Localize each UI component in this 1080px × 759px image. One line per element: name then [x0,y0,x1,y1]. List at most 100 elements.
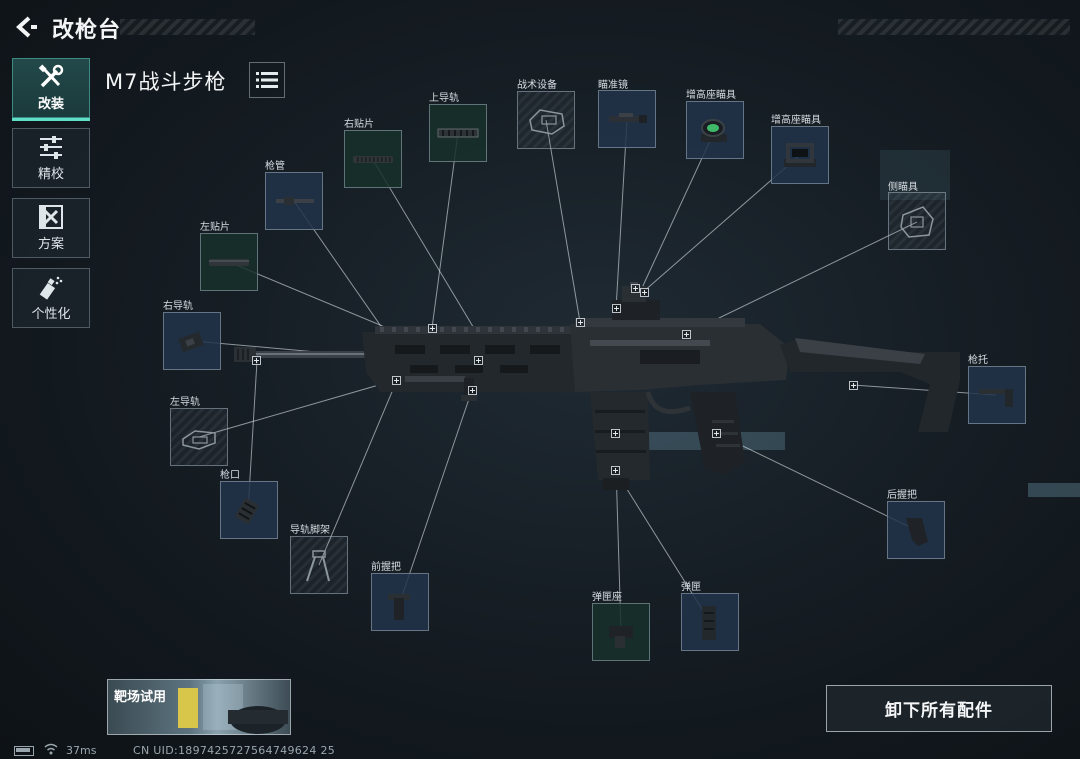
ping-value: 37ms [66,744,97,757]
slot-left-rail[interactable] [170,408,228,466]
slot-label: 左贴片 [200,222,230,233]
attach-point-tactical[interactable] [576,318,585,327]
attach-point-scope[interactable] [612,304,621,313]
attach-point-riser-b[interactable] [640,288,649,297]
slot-label: 瞄准镜 [598,80,628,91]
magazine-icon [702,606,716,640]
weapon-name: M7战斗步枪 [105,70,227,94]
slot-stock[interactable] [968,366,1026,424]
wrench-screwdriver-icon [38,64,64,88]
slot-tactical-device[interactable] [517,91,575,149]
attach-point-stock[interactable] [849,381,858,390]
slot-rear-grip[interactable] [887,501,945,559]
slot-label: 右贴片 [344,119,374,130]
slot-label: 上导轨 [429,93,459,104]
slot-muzzle[interactable] [220,481,278,539]
red-dot-sight-icon [701,119,727,142]
slot-foregrip[interactable] [371,573,429,631]
slot-label: 弹匣 [681,582,701,593]
foregrip-icon [388,594,410,620]
user-id: CN UID:1897425727564749624 25 [133,744,336,757]
slot-upper-rail[interactable] [429,104,487,162]
attach-point-right-panel[interactable] [474,356,483,365]
slot-riser-sight-a[interactable] [686,101,744,159]
nav-tab-tuning[interactable]: 精校 [12,128,90,188]
header-decoration [838,19,1070,35]
rail-panel-icon [353,156,393,163]
rail-mount-icon [182,430,216,450]
rail-mount-icon [178,331,204,353]
rail-panel-icon [209,259,249,266]
stock-icon [979,389,1013,407]
slot-label: 侧瞄具 [888,182,918,193]
slot-label: 增高座瞄具 [686,90,736,101]
slot-riser-sight-b[interactable] [771,126,829,184]
spray-can-icon [39,276,63,300]
slot-side-sight[interactable] [888,192,946,250]
slot-label: 右导轨 [163,301,193,312]
rail-attachment-icon [437,128,479,138]
range-thumbnail [178,684,288,734]
nav-label: 方案 [37,237,64,252]
tactical-device-icon [529,109,565,135]
slot-label: 枪管 [265,161,285,172]
nav-tab-preset[interactable]: 方案 [12,198,90,258]
weapon-list-button[interactable] [249,62,285,98]
blueprint-icon [39,205,63,229]
slot-label: 左导轨 [170,397,200,408]
slot-right-panel[interactable] [344,130,402,188]
attach-point-rear-grip[interactable] [712,429,721,438]
battery-icon [14,746,34,756]
attach-point-riser-a[interactable] [631,284,640,293]
nav-label: 精校 [37,167,64,182]
attach-point-magazine[interactable] [611,466,620,475]
attach-point-rail[interactable] [392,376,401,385]
slot-mag-well[interactable] [592,603,650,661]
side-nav: 改装 精校 方案 个性化 [12,58,90,338]
slot-label: 前握把 [371,562,401,573]
muzzle-brake-icon [235,498,259,524]
slot-label: 弹匣座 [592,592,622,603]
attach-point-muzzle[interactable] [252,356,261,365]
slot-label: 导轨脚架 [290,525,330,536]
slot-label: 枪口 [220,470,240,481]
page-title: 改枪台 [52,18,122,43]
nav-label: 改装 [37,97,64,112]
barrel-icon [276,197,314,205]
nav-tab-modify[interactable]: 改装 [12,58,90,121]
scope-icon [609,113,647,123]
slot-scope[interactable] [598,90,656,148]
nav-tab-personalize[interactable]: 个性化 [12,268,90,328]
slot-bipod[interactable] [290,536,348,594]
slot-barrel[interactable] [265,172,323,230]
shooting-range-card[interactable]: 靶场试用 [107,679,291,735]
attach-point-side-sight[interactable] [682,330,691,339]
slot-label: 战术设备 [517,80,557,91]
attach-point-mag-well[interactable] [611,429,620,438]
pistol-grip-icon [906,518,928,546]
attach-point-upper-rail[interactable] [428,324,437,333]
slot-label: 枪托 [968,355,988,366]
bipod-icon [306,550,330,582]
sliders-icon [40,136,62,159]
mag-well-icon [609,626,633,648]
back-arrow-icon [16,16,37,38]
holo-sight-icon [784,143,816,167]
slot-left-panel[interactable] [200,233,258,291]
top-bar: 改枪台 [0,0,1080,52]
wifi-icon [44,743,58,755]
slot-magazine[interactable] [681,593,739,651]
background-light-strip [1028,483,1080,497]
status-bar: 37ms CN UID:1897425727564749624 25 [0,742,1080,759]
title-decoration [120,19,255,35]
slot-label: 增高座瞄具 [771,115,821,126]
unequip-all-button[interactable]: 卸下所有配件 [826,685,1052,732]
nav-label: 个性化 [31,307,71,322]
attach-point-foregrip[interactable] [468,386,477,395]
slot-right-rail[interactable] [163,312,221,370]
side-sight-icon [900,206,934,238]
back-button[interactable] [10,12,40,42]
slot-label: 后握把 [887,490,917,501]
